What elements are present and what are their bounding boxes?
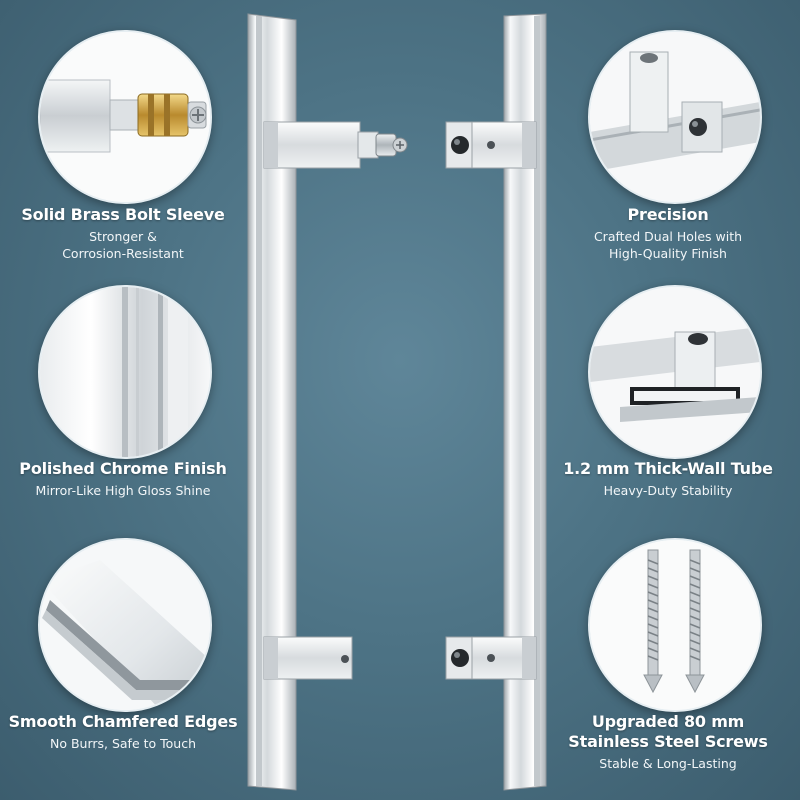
- feature-thick-wall-tube: 1.2 mm Thick-Wall Tube Heavy-Duty Stabil…: [538, 459, 798, 499]
- screw-right: [685, 549, 705, 694]
- screw-left: [643, 549, 663, 694]
- thick-wall-tube-icon: [588, 285, 762, 459]
- feature-subtitle: Heavy-Duty Stability: [603, 483, 733, 498]
- feature-polished-chrome: Polished Chrome Finish Mirror-Like High …: [0, 459, 253, 499]
- feature-chamfered-edges: Smooth Chamfered Edges No Burrs, Safe to…: [0, 712, 253, 752]
- feature-subtitle: Crafted Dual Holes with High-Quality Fin…: [593, 229, 743, 261]
- feature-title: Upgraded 80 mm Stainless Steel Screws: [568, 712, 768, 751]
- steel-screws-icon: [588, 538, 762, 712]
- feature-title: Precision: [627, 205, 709, 224]
- brass-bolt-sleeve-icon: [38, 30, 212, 204]
- feature-subtitle: No Burrs, Safe to Touch: [49, 736, 197, 751]
- feature-subtitle: Stronger & Corrosion-Resistant: [62, 229, 184, 261]
- feature-steel-screws: Upgraded 80 mm Stainless Steel Screws St…: [538, 712, 798, 772]
- polished-surface-icon: [38, 285, 212, 459]
- left-handle: [247, 13, 408, 791]
- feature-title: Polished Chrome Finish: [19, 459, 227, 478]
- feature-precision: Precision Crafted Dual Holes with High-Q…: [538, 205, 798, 262]
- feature-subtitle: Stable & Long-Lasting: [599, 756, 737, 771]
- feature-brass-bolt-sleeve: Solid Brass Bolt Sleeve Stronger & Corro…: [0, 205, 253, 262]
- right-handle: [445, 13, 547, 791]
- feature-title: Smooth Chamfered Edges: [8, 712, 238, 731]
- feature-subtitle: Mirror-Like High Gloss Shine: [35, 483, 211, 498]
- dual-hole-mount-icon: [588, 30, 762, 204]
- feature-title: Solid Brass Bolt Sleeve: [21, 205, 225, 224]
- feature-title: 1.2 mm Thick-Wall Tube: [563, 459, 773, 478]
